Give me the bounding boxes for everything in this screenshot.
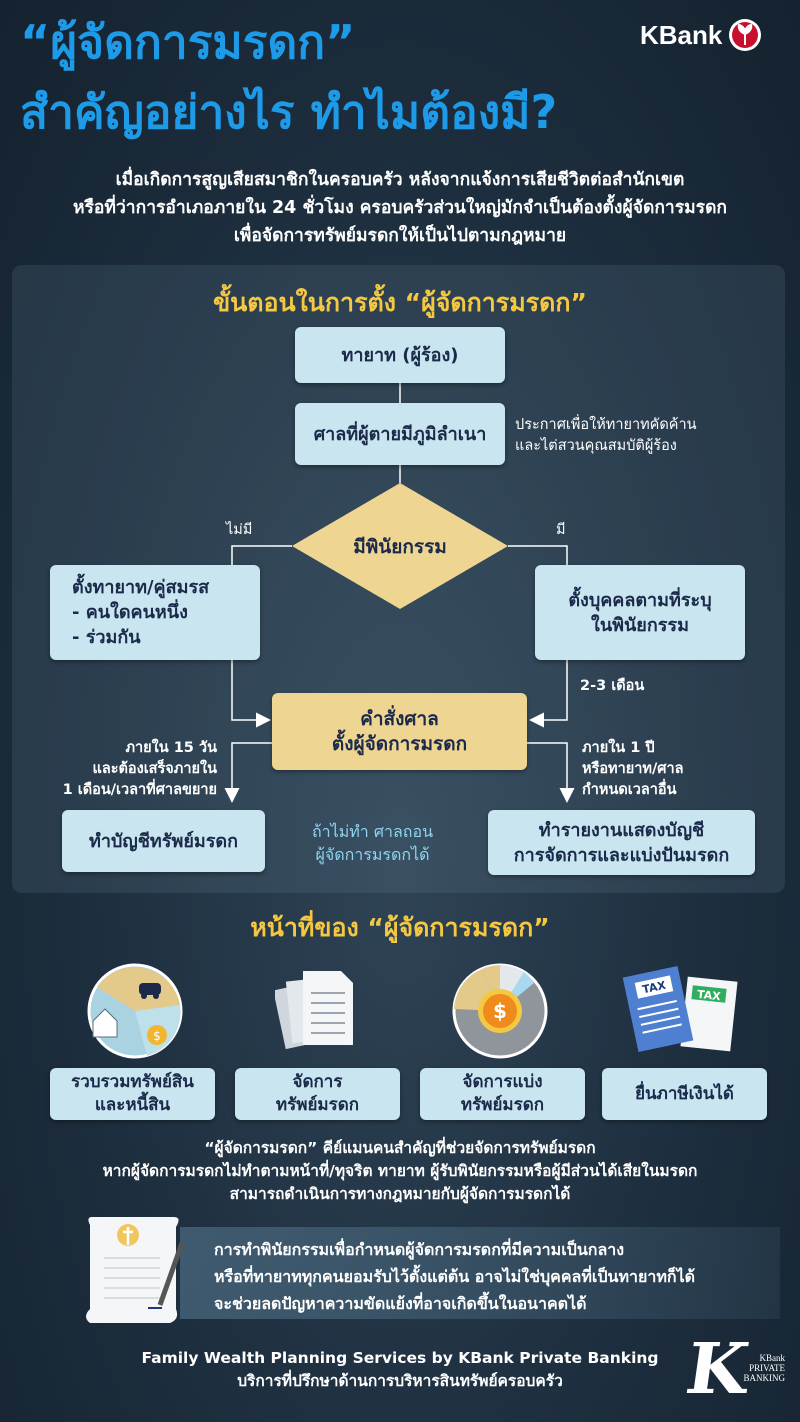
note-line: ภายใน 1 ปี	[582, 740, 655, 756]
report-box: ทำรายงานแสดงบัญชี การจัดการและแบ่งปันมรด…	[488, 810, 755, 875]
intro-line: หรือที่ว่าการอำเภอภายใน 24 ชั่วโมง ครอบค…	[72, 198, 728, 218]
box-item: - คนใดคนหนึ่ง	[72, 602, 188, 623]
kbank-private-banking-logo: K KBank PRIVATE BANKING	[681, 1327, 786, 1410]
inventory-deadline-note: ภายใน 15 วัน และต้องเสร็จภายใน 1 เดือน/เ…	[20, 738, 217, 801]
box-item: - ร่วมกัน	[72, 627, 141, 648]
box-line: ทำรายงานแสดงบัญชี	[538, 819, 705, 841]
yes-label: มี	[556, 522, 566, 538]
box-line: ตั้งผู้จัดการมรดก	[331, 732, 468, 755]
note-line: กำหนดเวลาอื่น	[582, 782, 677, 798]
svg-text:$: $	[153, 1029, 161, 1043]
kbank-leaf-icon	[729, 19, 762, 51]
tip-line: หรือที่ทายาททุกคนยอมรับไว้ตั้งแต่ต้น อาจ…	[214, 1267, 695, 1286]
assets-pie-icon: $	[87, 963, 183, 1059]
documents-icon	[275, 971, 353, 1050]
appoint-named-person-box: ตั้งบุคคลตามที่ระบุ ในพินัยกรรม	[535, 565, 745, 660]
connector-arrow	[231, 660, 271, 728]
summary-line: “ผู้จัดการมรดก” คีย์แมนคนสำคัญที่ช่วยจัด…	[204, 1139, 596, 1157]
footer-line: Family Wealth Planning Services by KBank…	[141, 1349, 659, 1367]
note-line: และต้องเสร็จภายใน	[92, 761, 217, 777]
duty-label: จัดการ	[292, 1072, 343, 1092]
step-court: ศาลที่ผู้ตายมีภูมิลำเนา	[295, 403, 505, 465]
private-banking-logo-text: KBank PRIVATE BANKING	[743, 1353, 786, 1383]
intro-line: เพื่อจัดการทรัพย์มรดกให้เป็นไปตามกฎหมาย	[233, 226, 567, 246]
report-deadline-note: ภายใน 1 ปี หรือทายาท/ศาล กำหนดเวลาอื่น	[582, 738, 683, 801]
tip-line: การทำพินัยกรรมเพื่อกำหนดผู้จัดการมรดกที่…	[214, 1240, 625, 1259]
coin-pie-icon: $	[452, 963, 548, 1059]
warning-line: ถ้าไม่ทำ ศาลถอน	[311, 822, 434, 841]
decision-label: มีพินัยกรรม	[353, 536, 447, 558]
footer-text: Family Wealth Planning Services by KBank…	[110, 1347, 690, 1393]
note-line: ประกาศเพื่อให้ทายาทคัดค้าน	[515, 417, 697, 433]
tax-forms-icon: TAX TAX	[622, 966, 738, 1052]
intro-line: เมื่อเกิดการสูญเสียสมาชิกในครอบครัว หลัง…	[115, 170, 685, 190]
duty-label: จัดการแบ่ง	[462, 1072, 543, 1092]
box-line: คำสั่งศาล	[360, 707, 439, 730]
summary-line: สามารถดำเนินการทางกฎหมายกับผู้จัดการมรดก…	[229, 1185, 571, 1203]
no-label: ไม่มี	[226, 522, 253, 538]
duty-label: ทรัพย์มรดก	[460, 1095, 545, 1115]
duties-heading: หน้าที่ของ “ผู้จัดการมรดก”	[250, 913, 550, 942]
connector-arrow	[527, 742, 575, 803]
duty-label: รวบรวมทรัพย์สิน	[71, 1072, 194, 1092]
note-line: หรือทายาท/ศาล	[582, 761, 684, 777]
intro-text: เมื่อเกิดการสูญเสียสมาชิกในครอบครัว หลัง…	[0, 166, 800, 250]
note-line: ภายใน 15 วัน	[125, 740, 217, 756]
note-line: 1 เดือน/เวลาที่ศาลขยาย	[62, 782, 217, 798]
decision-diamond	[292, 483, 508, 609]
duty-file-tax: ยื่นภาษีเงินได้	[602, 1068, 767, 1120]
duty-distribute-estate: จัดการแบ่ง ทรัพย์มรดก	[420, 1068, 585, 1120]
court-note: ประกาศเพื่อให้ทายาทคัดค้าน และไต่สวนคุณส…	[515, 415, 697, 457]
box-line: ตั้งบุคคลตามที่ระบุ	[568, 589, 712, 611]
box-line: ในพินัยกรรม	[591, 614, 689, 636]
tax-label: TAX	[641, 979, 667, 997]
duty-manage-estate: จัดการ ทรัพย์มรดก	[235, 1068, 400, 1120]
summary-line: หากผู้จัดการมรดกไม่ทำตามหน้าที่/ทุจริต ท…	[102, 1162, 698, 1180]
removal-warning: ถ้าไม่ทำ ศาลถอน ผู้จัดการมรดกได้	[290, 820, 455, 866]
summary-text: “ผู้จัดการมรดก” คีย์แมนคนสำคัญที่ช่วยจัด…	[0, 1137, 800, 1206]
duration-label: 2-3 เดือน	[580, 678, 645, 694]
box-line: การจัดการและแบ่งปันมรดก	[513, 844, 730, 866]
box-title: ตั้งทายาท/คู่สมรส	[72, 577, 210, 598]
duty-label: ทรัพย์มรดก	[275, 1095, 360, 1115]
kbank-logo-text: KBank	[640, 19, 723, 50]
connector-line	[231, 545, 292, 565]
will-scroll-icon	[86, 1217, 185, 1323]
kbank-logo: KBank	[640, 18, 762, 52]
appoint-heir-box: ตั้งทายาท/คู่สมรส - คนใดคนหนึ่ง - ร่วมกั…	[50, 565, 260, 660]
warning-line: ผู้จัดการมรดกได้	[315, 845, 430, 864]
process-heading: ขั้นตอนในการตั้ง “ผู้จัดการมรดก”	[213, 288, 587, 317]
title-line1: “ผู้จัดการมรดก”	[20, 15, 356, 69]
will-tip-text: การทำพินัยกรรมเพื่อกำหนดผู้จัดการมรดกที่…	[214, 1236, 695, 1317]
title-line2: สำคัญอย่างไร ทำไมต้องมี?	[20, 85, 558, 139]
note-line: และไต่สวนคุณสมบัติผู้ร้อง	[515, 438, 677, 454]
connector-line	[508, 545, 568, 565]
tip-line: จะช่วยลดปัญหาความขัดแย้งที่อาจเกิดขึ้นใน…	[214, 1294, 587, 1313]
step-heir-petitioner: ทายาท (ผู้ร้อง)	[295, 327, 505, 383]
inventory-box: ทำบัญชีทรัพย์มรดก	[62, 810, 265, 872]
duty-label: และหนี้สิน	[94, 1095, 171, 1115]
connector-arrow	[529, 660, 568, 728]
footer-line: บริการที่ปรึกษาด้านการบริหารสินทรัพย์ครอ…	[237, 1372, 563, 1390]
duty-collect-assets: รวบรวมทรัพย์สิน และหนี้สิน	[50, 1068, 215, 1120]
duty-label: ยื่นภาษีเงินได้	[635, 1083, 734, 1104]
will-tip-band	[180, 1227, 780, 1319]
court-order-box: คำสั่งศาล ตั้งผู้จัดการมรดก	[272, 693, 527, 770]
tax-label: TAX	[696, 988, 721, 1003]
svg-text:$: $	[493, 999, 507, 1023]
connector-arrow	[224, 742, 272, 803]
